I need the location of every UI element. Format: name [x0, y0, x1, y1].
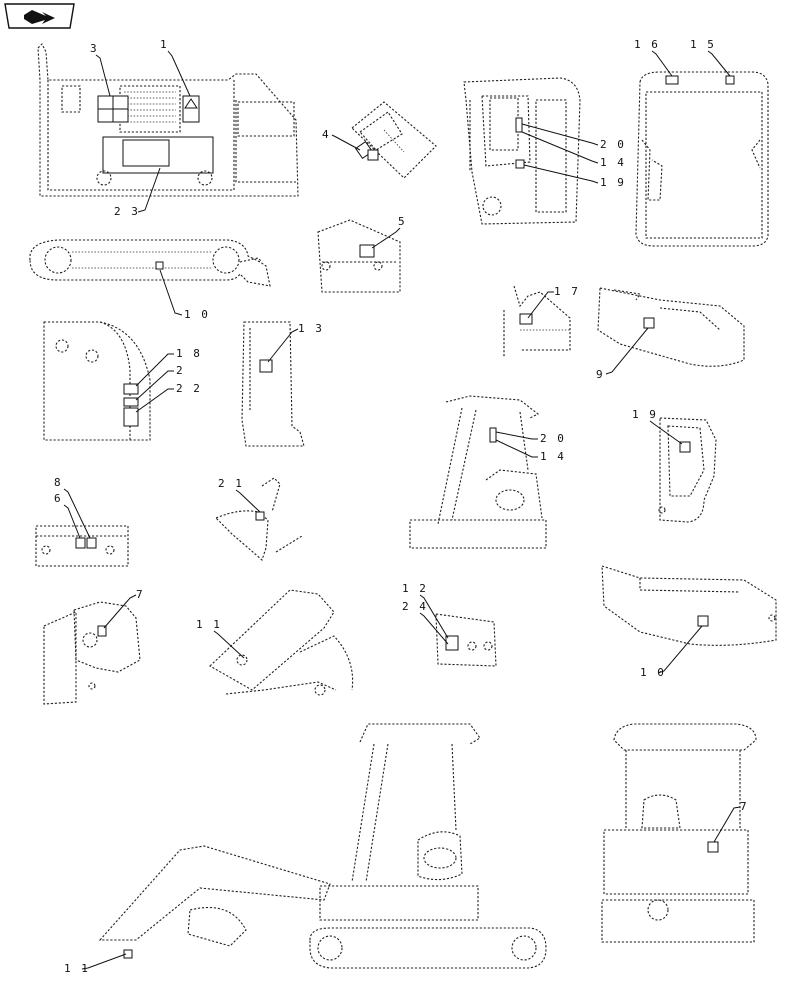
side-cover-view	[658, 417, 717, 523]
callout-label: 1 9	[600, 176, 626, 189]
windshield-frame-view	[635, 71, 769, 247]
callout-label: 9	[596, 368, 605, 381]
callout-label: 1 5	[690, 38, 716, 51]
callout-label: 1 6	[634, 38, 660, 51]
callout-label: 1 0	[184, 308, 210, 321]
callout-label: 1 0	[640, 666, 666, 679]
switch-panel-view	[35, 525, 129, 567]
callout-label: 2 4	[402, 600, 428, 613]
callout-label: 1 1	[64, 962, 90, 975]
side-bracket-view	[317, 219, 401, 293]
callout-label: 1	[160, 38, 169, 51]
callout-label: 5	[398, 215, 407, 228]
left-console-view	[43, 321, 151, 441]
callout-label: 2 0	[540, 432, 566, 445]
callout-label: 4	[322, 128, 331, 141]
battery-box-view	[435, 613, 497, 667]
callout-label: 1 1	[196, 618, 222, 631]
callout-label: 7	[136, 588, 145, 601]
callout-label: 3	[90, 42, 99, 55]
canopy-machine-view	[409, 395, 547, 549]
callout-label: 1 3	[298, 322, 324, 335]
callout-label: 1 9	[632, 408, 658, 421]
full-excavator-view	[98, 723, 547, 969]
callout-label: 1 2	[402, 582, 428, 595]
callout-label: 1 8	[176, 347, 202, 360]
console-panel-view	[351, 101, 437, 179]
callout-label: 7	[740, 800, 749, 813]
callout-label: 2 0	[600, 138, 626, 151]
callout-label: 2	[176, 364, 185, 377]
callout-label: 1 4	[540, 450, 566, 463]
callout-label: 1 4	[600, 156, 626, 169]
callout-label: 2 2	[176, 382, 202, 395]
cab-door-view	[463, 77, 581, 225]
callout-label: 8	[54, 476, 63, 489]
callout-label: 2 3	[114, 205, 140, 218]
engine-hood-view	[43, 601, 141, 705]
callout-label: 1 7	[554, 285, 580, 298]
bookmark-arrow-icon[interactable]	[4, 3, 75, 29]
track-side-view	[29, 239, 271, 287]
pillar-section-view	[503, 285, 571, 358]
callout-label: 2 1	[218, 477, 244, 490]
rear-excavator-view	[601, 723, 757, 943]
fender-view	[597, 287, 745, 367]
right-console-view	[241, 321, 305, 447]
counterweight-view	[601, 565, 777, 646]
callout-label: 6	[54, 492, 63, 505]
boom-arm-view	[209, 589, 354, 696]
cab-rear-panel-view	[37, 43, 299, 197]
joystick-view	[215, 477, 303, 561]
